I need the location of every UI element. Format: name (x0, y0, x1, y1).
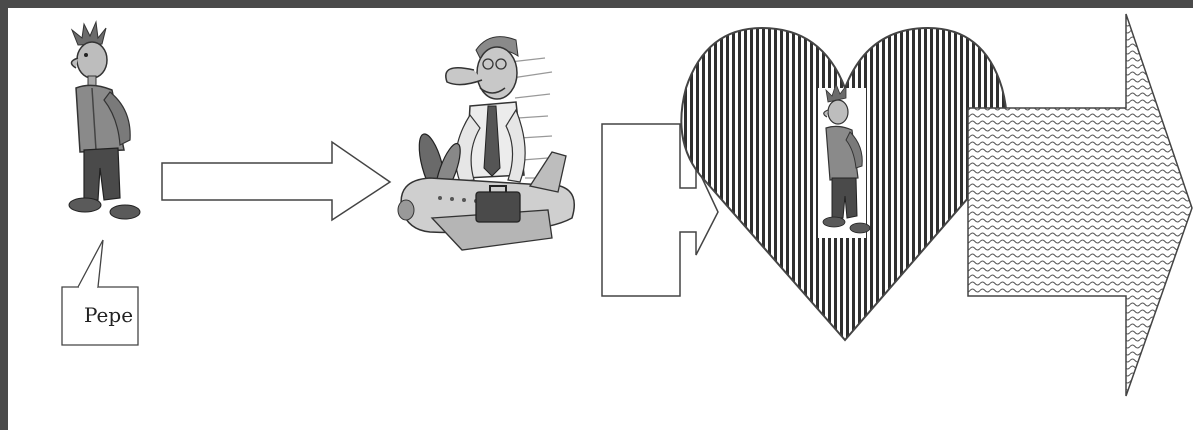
arrow-right-1 (162, 142, 390, 220)
callout-box: Pepe (62, 240, 138, 345)
person-icon (69, 22, 140, 219)
big-arrow-right (968, 14, 1192, 396)
person-in-heart-icon (818, 84, 870, 238)
pilot-plane-icon (398, 37, 574, 250)
callout-label: Pepe (84, 303, 133, 327)
